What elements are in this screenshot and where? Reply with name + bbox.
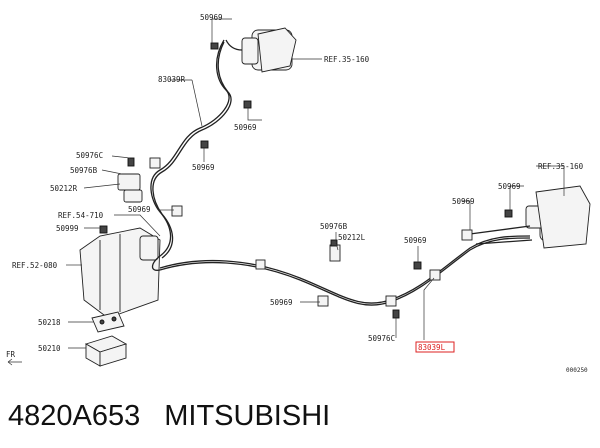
upper-brake-assembly [225, 27, 297, 73]
right-brake-assembly [525, 185, 591, 249]
label-50212L: 50212L [338, 233, 366, 242]
label-ref52: REF.52-080 [12, 261, 58, 270]
label-50212R: 50212R [50, 184, 78, 193]
label-50969-d: 50969 [404, 236, 427, 245]
label-50969-mid: 50969 [270, 298, 293, 307]
label-50969-c: 50969 [128, 205, 151, 214]
label-83039R: 83039R [158, 75, 186, 84]
label-ref54: REF.54-710 [58, 211, 104, 220]
label-ref35-right: REF.35-160 [538, 162, 584, 171]
part-caption: 4820A653 MITSUBISHI [8, 392, 330, 440]
label-50969-f: 50969 [498, 182, 521, 191]
brand-name: MITSUBISHI [164, 400, 331, 432]
part-number: 4820A653 [8, 400, 141, 432]
highlight-box [415, 341, 455, 353]
label-50969-e: 50969 [452, 197, 475, 206]
label-50210: 50210 [38, 344, 61, 353]
label-50976B-mid: 50976B [320, 222, 348, 231]
label-ref35-top: REF.35-160 [324, 55, 370, 64]
parking-brake-cable-diagram: 50969 REF.35-160 83039R 50969 50969 5097… [6, 13, 591, 374]
label-50976C-bottom: 50976C [368, 334, 395, 343]
label-50969-a: 50969 [234, 123, 257, 132]
leader-lines [7, 18, 565, 366]
label-50999: 50999 [56, 224, 79, 233]
clips [99, 42, 513, 319]
label-83039L: 83039L [418, 343, 446, 352]
diagram-labels: 50969 REF.35-160 83039R 50969 50969 5097… [6, 13, 588, 374]
label-50969-top: 50969 [200, 13, 223, 22]
bracket-50218 [91, 311, 125, 333]
label-50969-b: 50969 [192, 163, 215, 172]
label-code: 000250 [566, 367, 588, 374]
brake-cables [150, 39, 533, 306]
body-bracket [79, 227, 161, 319]
label-50976C-left: 50976C [76, 151, 103, 160]
label-50976B-left: 50976B [70, 166, 98, 175]
label-fr: FR [6, 350, 16, 359]
label-50218: 50218 [38, 318, 61, 327]
module-50210 [84, 335, 128, 367]
left-brackets [117, 157, 143, 203]
